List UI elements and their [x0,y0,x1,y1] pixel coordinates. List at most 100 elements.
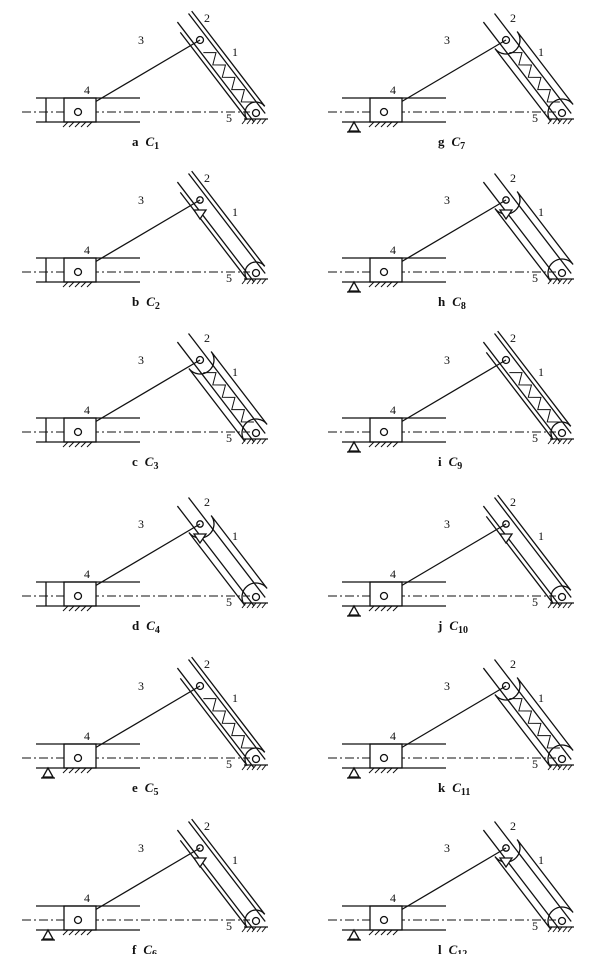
label-1: 1 [232,45,238,59]
outer-rail-right [485,516,554,605]
label-5: 5 [226,757,232,771]
caption-subscript: 9 [457,461,462,472]
slider-hatch [368,281,375,288]
connecting-link [383,39,507,113]
ground-hatch [567,438,573,445]
connecting-link [77,199,201,273]
caption-symbol: C [452,134,461,149]
frame-pivot-icon [251,108,261,118]
slot-rail-right [176,21,255,123]
label-1: 1 [232,529,238,543]
outer-rail-left [191,10,266,107]
frame-pivot-icon [251,268,261,278]
label-1: 1 [232,365,238,379]
ground-hatch [552,278,558,285]
slider-pin-icon [379,753,389,763]
caption-letter: g [438,134,445,149]
caption-subscript: 2 [155,301,160,312]
slider-pin-icon [73,267,83,277]
outer-rail-left [497,330,572,427]
label-2: 2 [204,331,210,345]
support-triangle-icon [347,766,361,778]
ground-hatch [562,602,568,609]
slider-hatch [62,281,69,288]
label-2: 2 [204,171,210,185]
support-triangle-icon [347,440,361,452]
label-4: 4 [84,403,90,417]
label-4: 4 [84,567,90,581]
label-5: 5 [226,431,232,445]
slot-rail-right [176,341,255,443]
slot-rail-left [493,173,572,274]
connecting-link [77,39,201,113]
slot-rail-right [482,829,561,931]
ground-hatch [251,764,257,771]
caption-letter: l [438,942,442,954]
caption-letter: h [438,294,446,309]
label-1: 1 [232,691,238,705]
label-3: 3 [444,33,450,47]
slider-pin-icon [73,915,83,925]
slider-hatch [62,441,69,448]
frame-pivot-icon [557,428,567,438]
ground-hatch [241,764,247,771]
frame-pivot-icon [557,108,567,118]
pin-triangle-icon [192,533,208,545]
label-3: 3 [138,193,144,207]
pin-triangle-icon [192,857,208,869]
slider-hatch [80,281,87,288]
panel-l: 21345lC12 [328,819,574,954]
label-1: 1 [538,691,544,705]
connecting-link [383,685,507,759]
ground-hatch [562,118,568,125]
ground-hatch [261,602,267,609]
slider-pin-icon [73,427,83,437]
ground-hatch [562,278,568,285]
pin-triangle-icon [192,209,208,221]
slider-hatch [68,929,75,936]
ground-hatch [256,438,262,445]
slider-hatch [74,121,81,128]
label-4: 4 [84,243,90,257]
caption-subscript: 7 [460,141,465,152]
ground-hatch [261,926,267,933]
slot-rail-left [493,659,572,760]
slider-hatch [374,767,381,774]
slot-end [550,585,572,605]
slider-hatch [86,929,93,936]
caption-letter: e [132,780,138,795]
ground-hatch [562,926,568,933]
ground-hatch [552,764,558,771]
connecting-link [383,523,507,597]
label-5: 5 [532,919,538,933]
ground-hatch [547,438,553,445]
slot-rail-right [482,667,561,769]
slider-hatch [80,121,87,128]
ground-hatch [246,926,252,933]
outer-rail-right [179,32,248,121]
label-3: 3 [138,679,144,693]
slot-end [244,101,266,121]
pin-triangle-icon [498,533,514,545]
ground-hatch [557,438,563,445]
ground-hatch [256,118,262,125]
slider-hatch [86,281,93,288]
ground-hatch [261,278,267,285]
ground-hatch [562,438,568,445]
slot-rail-left [187,497,266,598]
slot-rail-right [482,181,561,283]
slot-rail-left [493,13,572,114]
label-5: 5 [532,757,538,771]
slider-hatch [62,605,69,612]
ground-hatch [552,926,558,933]
label-1: 1 [232,853,238,867]
spring [203,698,254,749]
slot-rail-left [493,333,572,434]
slider-hatch [380,929,387,936]
slider-hatch [392,281,399,288]
spring [203,52,254,103]
